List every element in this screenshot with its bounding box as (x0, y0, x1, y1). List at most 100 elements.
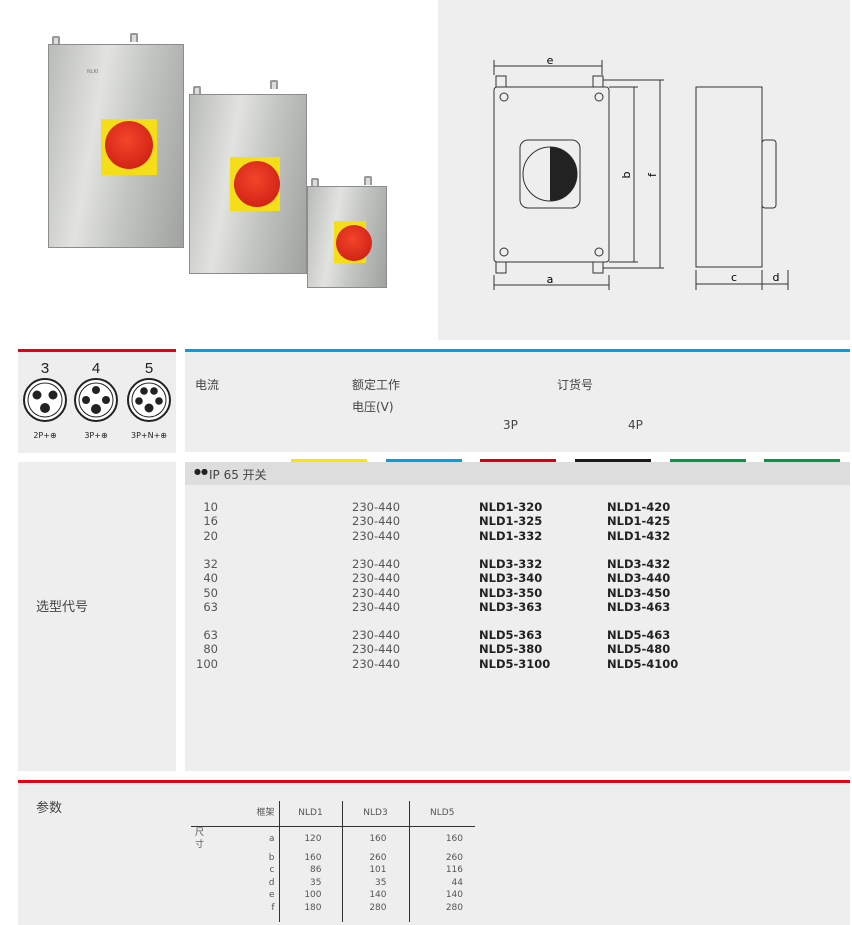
cell-p3: NLD5-363 (479, 628, 543, 642)
rotary-handle (336, 225, 372, 261)
size-label (191, 889, 216, 902)
cell-voltage: 230-440 (352, 557, 401, 571)
mount-ear (270, 80, 278, 89)
plug-4pin: 4 3P+⊕ (71, 360, 121, 440)
dim-value: 35 (341, 876, 409, 889)
color-bar (480, 459, 556, 462)
cell-p4: NLD1-425 (607, 514, 671, 529)
cell-current: 20 (203, 528, 218, 543)
cell-current: 63 (203, 628, 218, 642)
cell-p3: NLD3-363 (479, 599, 543, 614)
cell-p3: NLD5-380 (479, 642, 543, 657)
dimension-drawing-panel: e a b f c d (438, 0, 850, 340)
color-bar (386, 459, 462, 462)
cell-p3: NLD1-332 (479, 528, 543, 543)
rotary-handle (105, 121, 153, 169)
cell-p3: NLD1-325 (479, 514, 543, 529)
blue-divider (185, 349, 850, 352)
rotary-handle (234, 161, 280, 207)
cell-current: 50 (203, 585, 218, 600)
dim-label-d: d (773, 271, 780, 284)
red-divider (18, 780, 850, 783)
frame-label: 框架 (256, 808, 275, 818)
mount-ear (311, 178, 319, 187)
dim-value: 44 (408, 876, 475, 889)
plug-5pin: 5 3P+N+⊕ (124, 360, 174, 440)
dim-value: 260 (341, 851, 409, 864)
dim-name: b (268, 852, 275, 863)
cell-voltage: 230-440 (352, 514, 401, 529)
cell-p4: NLD5-4100 (607, 656, 679, 671)
dim-value: 140 (341, 889, 409, 902)
col-header: NLD3 (341, 801, 409, 826)
dim-value: 260 (408, 851, 475, 864)
mount-ear (130, 33, 138, 42)
dim-value: 280 (408, 901, 475, 914)
header-current: 电流 (195, 378, 220, 392)
dim-label-f: f (646, 172, 659, 177)
size-label (191, 877, 216, 890)
selection-label-panel: 选型代号 (18, 462, 176, 771)
cell-p4: NLD1-432 (607, 528, 671, 543)
dimension-drawing: e a b f c d (493, 54, 789, 290)
dim-value: 100 (278, 889, 342, 902)
cell-current: 100 (196, 656, 218, 671)
dim-value: 120 (278, 826, 342, 852)
selection-code-label: 选型代号 (36, 600, 89, 615)
params-title: 参数 (36, 801, 63, 816)
cell-p3: NLD3-332 (479, 557, 543, 571)
cell-p3: NLD1-320 (479, 500, 543, 514)
cell-p3: NLD5-3100 (479, 656, 551, 671)
cell-p4: NLD5-480 (607, 642, 671, 657)
cell-voltage: 230-440 (352, 656, 401, 671)
dim-value: 180 (278, 901, 342, 914)
dim-value: 160 (408, 826, 475, 852)
ip65-row: ●● IP 65 开关 (185, 462, 850, 485)
cell-voltage: 230-440 (352, 500, 401, 514)
header-voltage-unit: 电压(V) (352, 400, 394, 414)
color-bar (575, 459, 651, 462)
cell-voltage: 230-440 (352, 642, 401, 657)
cell-p4: NLD3-440 (607, 571, 671, 586)
cell-p4: NLD1-420 (607, 500, 671, 514)
cell-current: 16 (203, 514, 218, 529)
cell-p3: NLD3-340 (479, 571, 543, 586)
dim-value: 35 (278, 876, 342, 889)
header-4p: 4P (628, 418, 643, 432)
cell-p3: NLD3-350 (479, 585, 543, 600)
dim-label-e: e (547, 54, 554, 67)
header-voltage: 额定工作 (352, 378, 401, 392)
mount-ear (193, 86, 201, 95)
cell-current: 80 (203, 642, 218, 657)
cell-current: 40 (203, 571, 218, 586)
col-header: NLD1 (278, 801, 342, 826)
mount-ear (364, 176, 372, 185)
ip65-label: IP 65 开关 (209, 468, 267, 482)
cell-current: 63 (203, 599, 218, 614)
size-label: 尺寸 (195, 827, 205, 851)
dim-label-b: b (620, 171, 633, 178)
dim-name: f (271, 902, 275, 913)
enclosure-large: NLKI (48, 44, 184, 248)
cell-p4: NLD3-432 (607, 557, 671, 571)
header-3p: 3P (503, 418, 518, 432)
size-label (191, 852, 216, 865)
dim-name: e (268, 890, 275, 900)
dim-value: 86 (278, 864, 342, 877)
dim-label-a: a (547, 273, 554, 286)
dim-value: 280 (341, 901, 409, 914)
plug-config-panel: 3 2P+⊕ 4 3P+⊕ 5 3P+N+⊕ (18, 352, 176, 453)
dim-name: d (268, 877, 275, 888)
cell-voltage: 230-440 (352, 528, 401, 543)
dim-value: 140 (408, 889, 475, 902)
cell-current: 10 (203, 500, 218, 514)
size-label (191, 902, 216, 915)
